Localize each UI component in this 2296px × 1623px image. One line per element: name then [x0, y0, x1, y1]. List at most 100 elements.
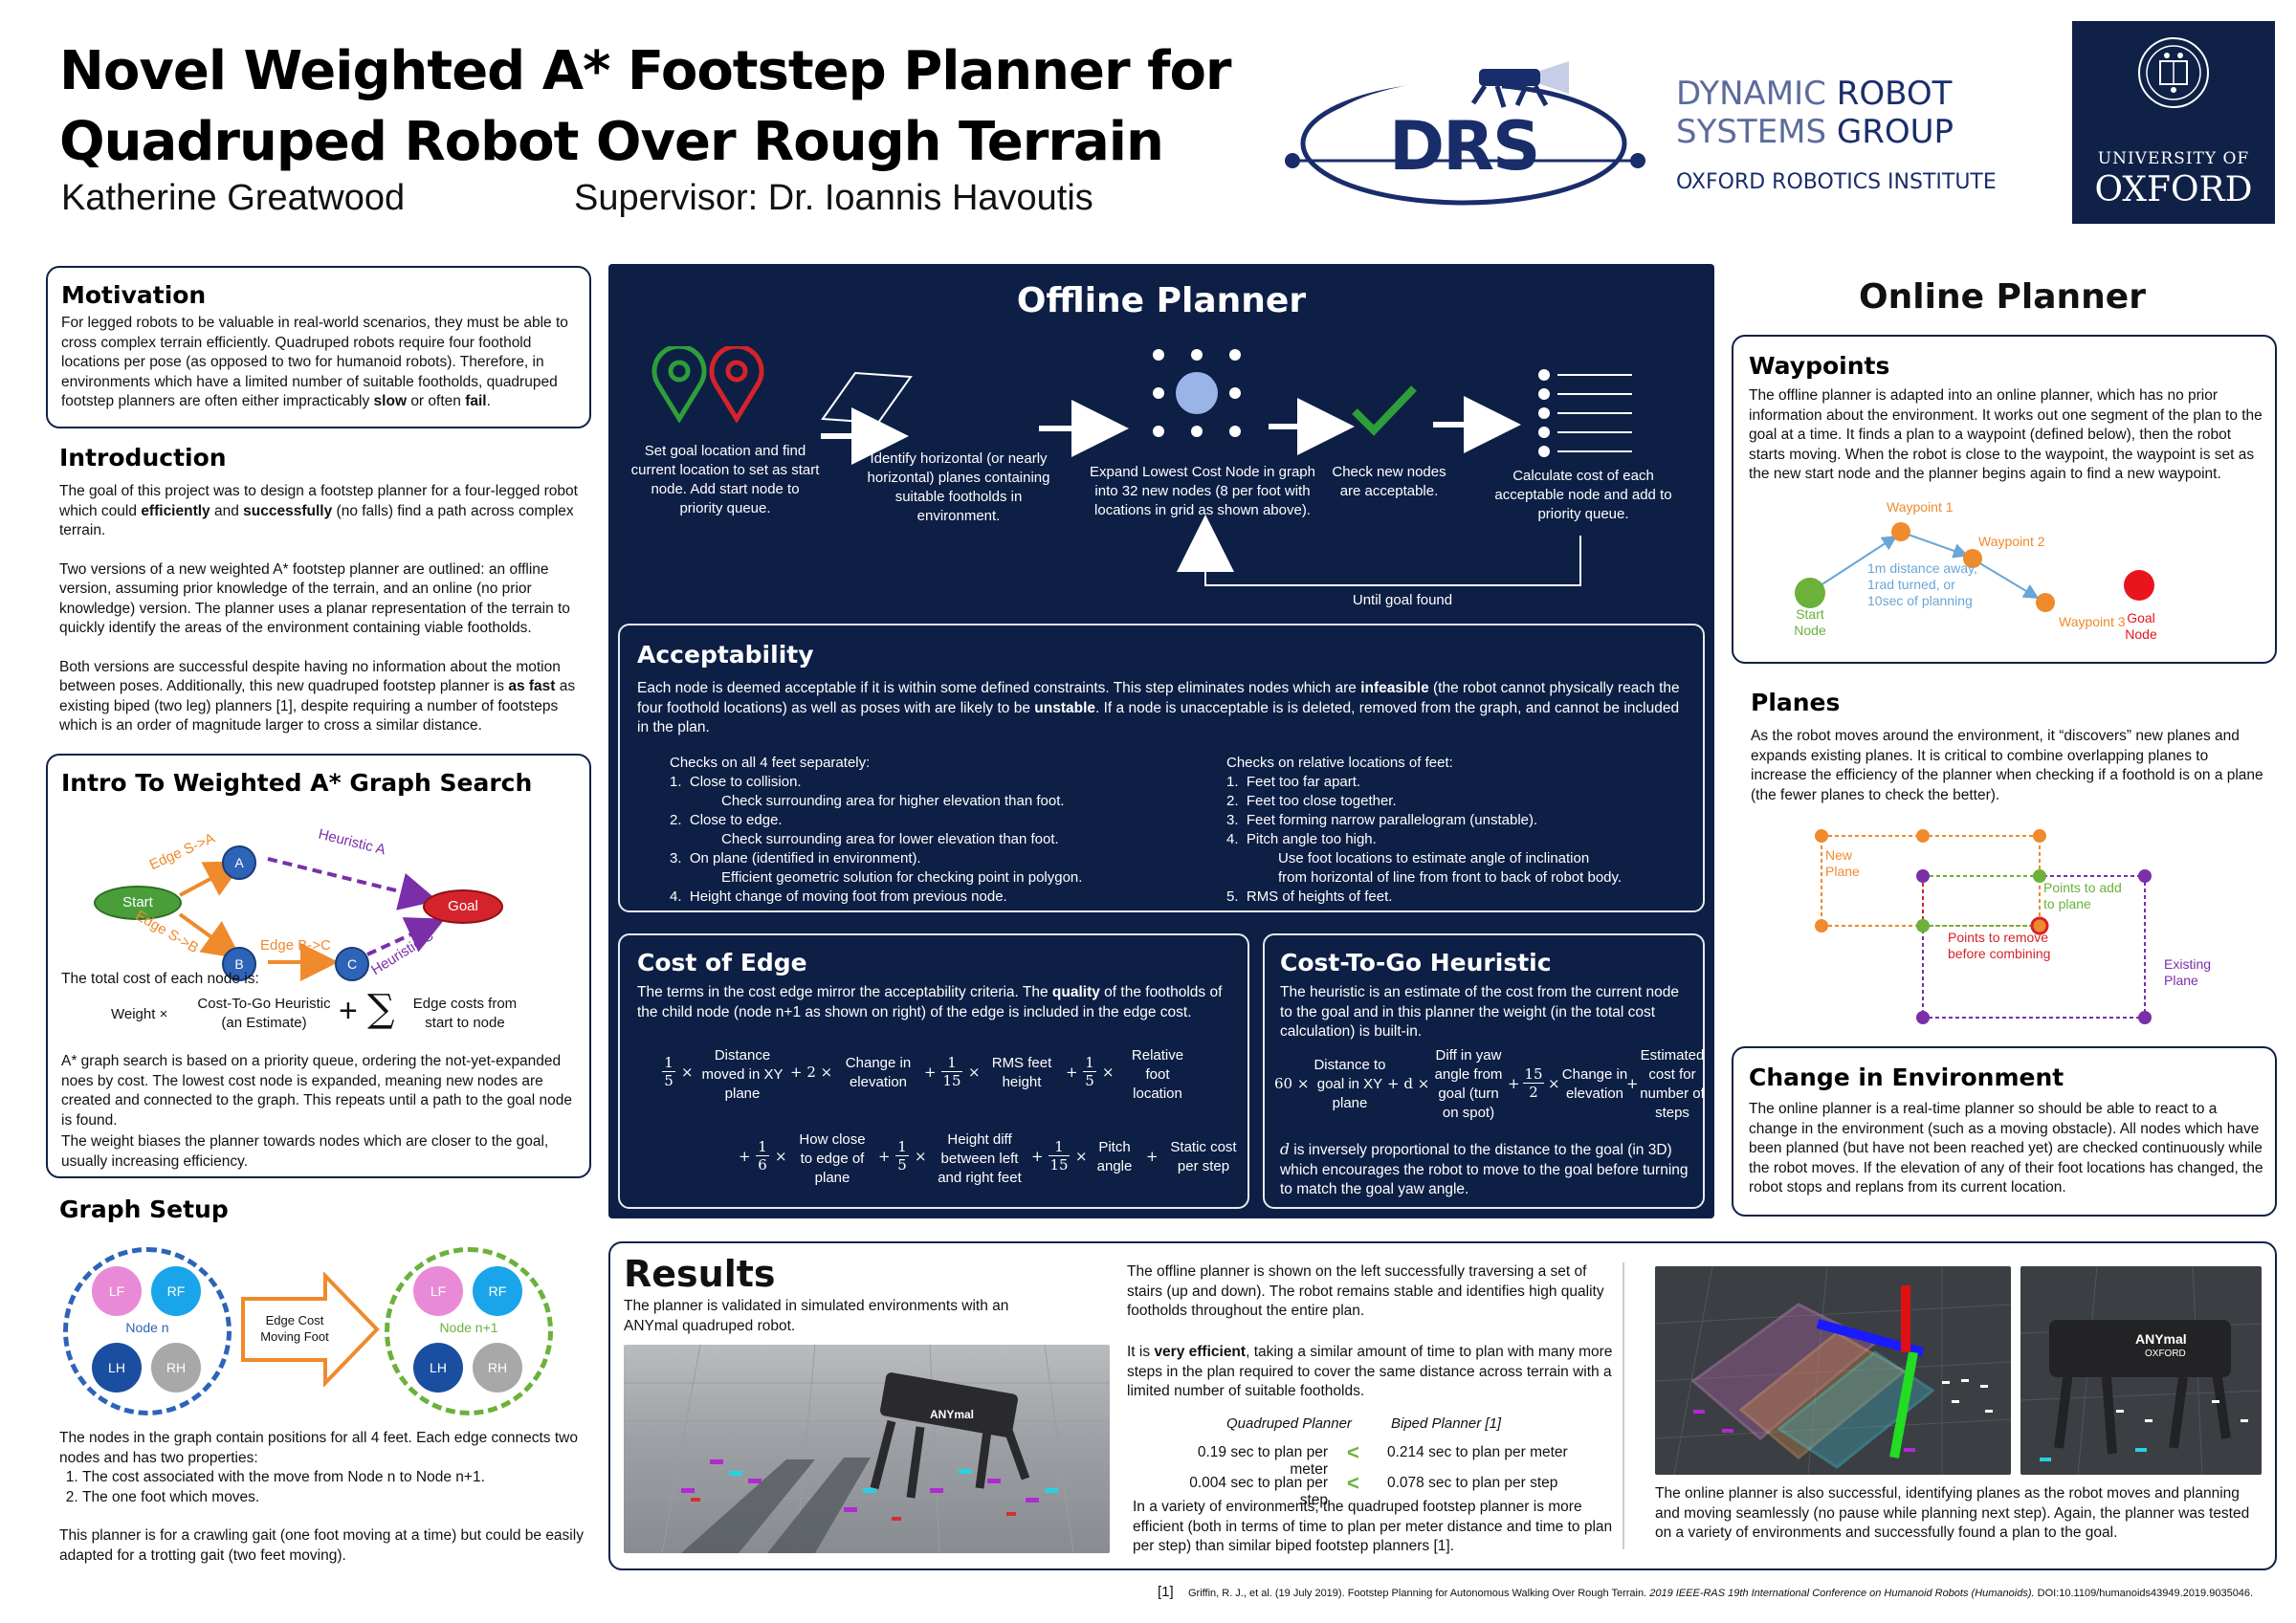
location-pins-icon: [651, 346, 764, 423]
ctg-term-distance: Distance to goal in XY plane: [1314, 1057, 1386, 1111]
term-edge-of-plane: How close to edge of plane: [799, 1131, 866, 1186]
intro-p2: Two versions of a new weighted A* footst…: [59, 560, 570, 637]
formula-plus: +: [339, 993, 358, 1029]
waypoints-text: The offline planner is adapted into an o…: [1749, 387, 2263, 482]
ctg-term-elevation: Change in elevation: [1561, 1066, 1628, 1102]
coef-3-num: 1: [947, 1054, 957, 1071]
ctg-term-yaw: Diff in yaw angle from goal (turn on spo…: [1434, 1047, 1503, 1121]
loop-label: Until goal found: [1352, 592, 1453, 608]
graph-setup-li1: The cost associated with the move from N…: [82, 1468, 587, 1488]
coef-7-den: 15: [1049, 1155, 1070, 1173]
times-1: ×: [681, 1064, 694, 1081]
planes-heading: Planes: [1751, 689, 1841, 716]
acc-p-c: (the robot cannot physically reach the f…: [637, 680, 1680, 716]
foot-rf-n1: RF: [473, 1266, 522, 1316]
author: Katherine Greatwood: [61, 178, 406, 218]
goal-node-label-1: Goal: [2127, 610, 2155, 625]
lt-symbol-2: <: [1347, 1471, 1359, 1495]
reference-text-b: 2019 IEEE-RAS 19th International Confere…: [1649, 1588, 2035, 1599]
graph-setup-p1: The nodes in the graph contain positions…: [59, 1430, 578, 1466]
waypoints-panel: Waypoints The offline planner is adapted…: [1732, 335, 2277, 664]
relative-checks-title: Checks on relative locations of feet:: [1226, 755, 1453, 771]
coef-3-den: 15: [941, 1071, 962, 1089]
sum-symbol: ∑: [367, 987, 395, 1031]
node-c: C: [335, 947, 369, 981]
waypoints-heading: Waypoints: [1749, 352, 1890, 380]
feet-check-2-sub: Check surrounding area for lower elevati…: [721, 831, 1059, 847]
offline-planner-panel: Offline Planner Set goal location and fi…: [608, 264, 1714, 1218]
relative-check-1: Feet too far apart.: [1246, 774, 1361, 790]
edge-arrow-shape: [241, 1272, 380, 1387]
relative-check-5: RMS of heights of feet.: [1246, 888, 1393, 905]
ctg-coef-3-num: 15: [1524, 1065, 1543, 1083]
reference-text-c: DOI:10.1109/humanoids43949.2019.9035046.: [2037, 1588, 2254, 1599]
cost-edge-p-a: The terms in the cost edge mirror the ac…: [637, 984, 1049, 1000]
results-heading: Results: [624, 1253, 776, 1295]
ctg-plus-3: +: [1508, 1075, 1520, 1092]
coef-5-den: 6: [756, 1155, 769, 1173]
ctg-term: Cost-To-Go Heuristic(an Estimate): [178, 995, 350, 1033]
relative-checks-list: Checks on relative locations of feet: 1.…: [1226, 754, 1686, 907]
foot-lf-n: LF: [92, 1266, 142, 1316]
change-environment-panel: Change in Environment The online planner…: [1732, 1046, 2277, 1217]
introduction-heading: Introduction: [59, 444, 227, 472]
waypoint-1-label: Waypoint 1: [1887, 499, 1954, 515]
introduction-body: The goal of this project was to design a…: [59, 482, 584, 736]
total-cost-text: The total cost of each node is:: [61, 971, 259, 987]
feet-checks-list: Checks on all 4 feet separately: 1. Clos…: [670, 754, 1148, 907]
intro-bold-successfully: successfully: [243, 502, 333, 519]
times-4: ×: [1102, 1064, 1115, 1081]
node-grid-icon: [1153, 349, 1241, 437]
results-p3: In a variety of environments, the quadru…: [1133, 1499, 1613, 1554]
intro-bold-as-fast: as fast: [508, 678, 556, 694]
ctg-coef-3-den: 2: [1523, 1083, 1544, 1101]
foot-rf-n: RF: [151, 1266, 201, 1316]
acceptability-panel: Acceptability Each node is deemed accept…: [618, 624, 1705, 912]
graph-setup-p2: This planner is for a crawling gait (one…: [59, 1527, 584, 1564]
waypoint-2-label: Waypoint 2: [1978, 534, 2045, 549]
term-pitch-angle: Pitch angle: [1096, 1139, 1133, 1174]
results-divider: [1623, 1262, 1624, 1549]
waypoint-criteria-2: 1rad turned, or: [1867, 577, 1955, 592]
oxford-line-2: OXFORD: [2094, 170, 2253, 209]
graph-setup-li2: The one foot which moves.: [82, 1488, 587, 1508]
edge-costs-term-1: Edge costs from: [412, 996, 518, 1012]
motivation-bold-fail: fail: [465, 393, 487, 409]
planes-text: As the robot moves around the environmen…: [1751, 728, 2263, 803]
intro-p1c: and: [213, 502, 239, 519]
times-5: ×: [775, 1148, 787, 1165]
term-rms-height: RMS feet height: [991, 1055, 1052, 1090]
node-n1-circle: [385, 1247, 553, 1415]
results-p1: The offline planner is shown on the left…: [1127, 1263, 1604, 1319]
graph-setup-text: The nodes in the graph contain positions…: [59, 1429, 587, 1566]
plus-7: +: [1031, 1148, 1044, 1165]
coef-2: + 2 ×: [790, 1064, 833, 1081]
points-to-remove-label-1: Points to remove: [1948, 930, 2049, 945]
ctg-d-explanation: d is inversely proportional to the dista…: [1280, 1140, 1691, 1200]
motivation-bold-slow: slow: [373, 393, 407, 409]
results-p4: The online planner is also successful, i…: [1655, 1485, 2250, 1541]
foot-rh-n: RH: [151, 1343, 201, 1393]
quad-per-step: 0.004 sec to plan per step: [1189, 1475, 1328, 1508]
points-to-add-label-2: to plane: [2043, 896, 2091, 911]
step-5-text: Calculate cost of each acceptable node a…: [1494, 468, 1672, 522]
astar-panel: Intro To Weighted A* Graph Search Start …: [46, 754, 591, 1178]
relative-check-4-sub1: Use foot locations to estimate angle of …: [1278, 850, 1590, 866]
supervisor: Supervisor: Dr. Ioannis Havoutis: [574, 178, 1093, 218]
intro-p1: The goal of this project was to design a…: [59, 482, 584, 541]
coef-4-num: 1: [1085, 1054, 1094, 1071]
plus-4: +: [1066, 1064, 1078, 1081]
results-panel: Results The planner is validated in simu…: [608, 1241, 2277, 1570]
intro-p1e: (no falls) find a path across complex te…: [59, 502, 574, 539]
